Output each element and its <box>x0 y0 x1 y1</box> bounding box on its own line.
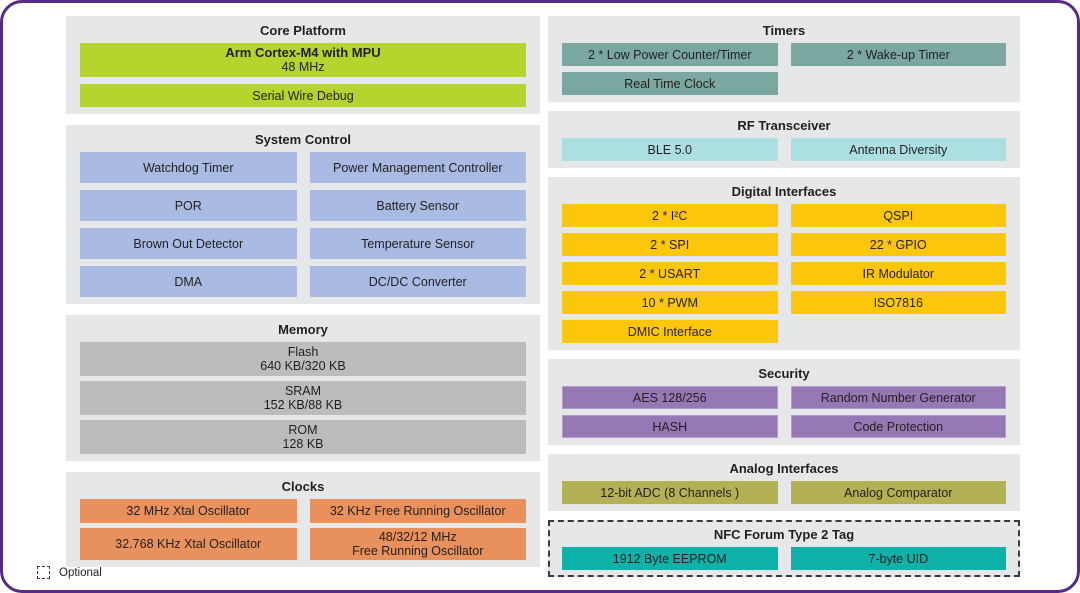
block-brown-out-detector: Brown Out Detector <box>80 228 297 259</box>
block-hash: HASH <box>562 415 778 438</box>
section-title-clocks: Clocks <box>281 479 325 494</box>
block-32mhz-xtal-oscillator: 32 MHz Xtal Oscillator <box>80 499 297 523</box>
memory-size: 128 KB <box>282 437 324 451</box>
section-system-control: System Control Watchdog Timer Power Mana… <box>66 125 540 304</box>
block-i2c: 2 * I²C <box>562 204 778 227</box>
block-low-power-counter-timer: 2 * Low Power Counter/Timer <box>562 43 778 66</box>
block-cpu-name: Arm Cortex-M4 with MPU <box>225 45 381 60</box>
memory-name: SRAM <box>284 384 322 398</box>
block-wake-up-timer: 2 * Wake-up Timer <box>790 43 1006 66</box>
section-title-rf-transceiver: RF Transceiver <box>737 118 831 133</box>
legend-label: Optional <box>59 566 102 579</box>
block-gpio: 22 * GPIO <box>790 233 1006 256</box>
memory-size: 152 KB/88 KB <box>263 398 343 412</box>
block-48-32-12mhz-free-running-oscillator: 48/32/12 MHz Free Running Oscillator <box>309 528 526 560</box>
block-por: POR <box>80 190 297 221</box>
block-ble-5-0: BLE 5.0 <box>562 138 778 161</box>
section-security: Security AES 128/256 Random Number Gener… <box>548 359 1020 445</box>
clock-type: Free Running Oscillator <box>352 544 484 558</box>
block-12bit-adc: 12-bit ADC (8 Channels ) <box>562 481 778 504</box>
block-power-management-controller: Power Management Controller <box>309 152 526 183</box>
block-serial-wire-debug: Serial Wire Debug <box>80 84 526 107</box>
section-title-timers: Timers <box>762 23 806 38</box>
block-battery-sensor: Battery Sensor <box>309 190 526 221</box>
block-cpu-speed: 48 MHz <box>281 60 325 74</box>
block-random-number-generator: Random Number Generator <box>790 386 1006 409</box>
block-spi: 2 * SPI <box>562 233 778 256</box>
section-nfc-forum-type-2-tag: NFC Forum Type 2 Tag 1912 Byte EEPROM 7-… <box>548 520 1020 577</box>
block-usart: 2 * USART <box>562 262 778 285</box>
section-timers: Timers 2 * Low Power Counter/Timer Real … <box>548 16 1020 102</box>
block-ir-modulator: IR Modulator <box>790 262 1006 285</box>
section-title-security: Security <box>758 366 810 381</box>
memory-name: Flash <box>287 345 319 359</box>
section-digital-interfaces: Digital Interfaces 2 * I²C 2 * SPI 2 * U… <box>548 177 1020 350</box>
block-dmic-interface: DMIC Interface <box>562 320 778 343</box>
block-flash: Flash 640 KB/320 KB <box>80 342 526 376</box>
block-eeprom: 1912 Byte EEPROM <box>562 547 778 570</box>
block-qspi: QSPI <box>790 204 1006 227</box>
section-title-memory: Memory <box>278 322 328 337</box>
block-rom: ROM 128 KB <box>80 420 526 454</box>
dashed-box-icon <box>37 566 50 579</box>
legend-optional: Optional <box>37 566 102 579</box>
section-title-system-control: System Control <box>254 132 352 147</box>
memory-size: 640 KB/320 KB <box>260 359 346 373</box>
section-clocks: Clocks 32 MHz Xtal Oscillator 32 KHz Fre… <box>66 472 540 567</box>
block-7byte-uid: 7-byte UID <box>790 547 1006 570</box>
block-pwm: 10 * PWM <box>562 291 778 314</box>
section-title-analog-interfaces: Analog Interfaces <box>729 461 839 476</box>
section-title-core-platform: Core Platform <box>260 23 346 38</box>
section-title-nfc: NFC Forum Type 2 Tag <box>713 527 855 542</box>
block-32768khz-xtal-oscillator: 32.768 KHz Xtal Oscillator <box>80 528 297 560</box>
section-analog-interfaces: Analog Interfaces 12-bit ADC (8 Channels… <box>548 454 1020 511</box>
block-arm-cortex-m4: Arm Cortex-M4 with MPU 48 MHz <box>80 43 526 77</box>
right-column: Timers 2 * Low Power Counter/Timer Real … <box>548 16 1020 577</box>
block-temperature-sensor: Temperature Sensor <box>309 228 526 259</box>
left-column: Core Platform Arm Cortex-M4 with MPU 48 … <box>66 16 540 567</box>
section-title-digital-interfaces: Digital Interfaces <box>731 184 837 199</box>
block-sram: SRAM 152 KB/88 KB <box>80 381 526 415</box>
block-aes: AES 128/256 <box>562 386 778 409</box>
block-antenna-diversity: Antenna Diversity <box>790 138 1006 161</box>
section-rf-transceiver: RF Transceiver BLE 5.0 Antenna Diversity <box>548 111 1020 168</box>
section-core-platform: Core Platform Arm Cortex-M4 with MPU 48 … <box>66 16 540 114</box>
block-iso7816: ISO7816 <box>790 291 1006 314</box>
block-code-protection: Code Protection <box>790 415 1006 438</box>
block-real-time-clock: Real Time Clock <box>562 72 778 95</box>
block-watchdog-timer: Watchdog Timer <box>80 152 297 183</box>
memory-name: ROM <box>288 423 318 437</box>
block-dcdc-converter: DC/DC Converter <box>309 266 526 297</box>
block-analog-comparator: Analog Comparator <box>790 481 1006 504</box>
block-32khz-free-running-oscillator: 32 KHz Free Running Oscillator <box>309 499 526 523</box>
clock-freqs: 48/32/12 MHz <box>378 530 457 544</box>
section-memory: Memory Flash 640 KB/320 KB SRAM 152 KB/8… <box>66 315 540 461</box>
block-dma: DMA <box>80 266 297 297</box>
